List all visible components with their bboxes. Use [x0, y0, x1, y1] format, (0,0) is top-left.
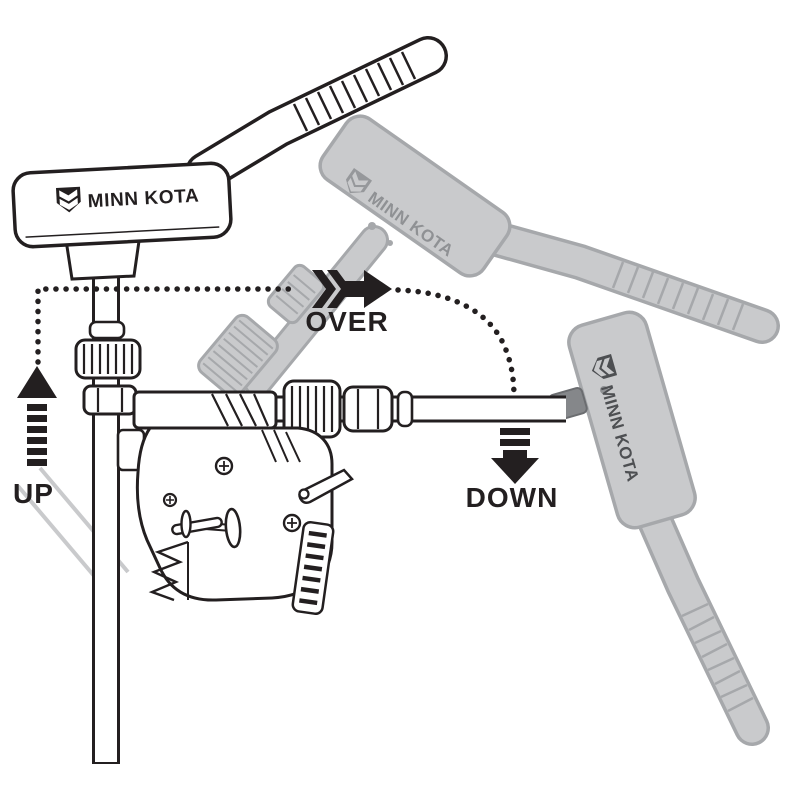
clamp-jaw-teeth [148, 540, 189, 602]
motor-deployed-position: MINN KOTA [11, 36, 448, 281]
stowed-motor-head [567, 310, 697, 530]
stowed-head-screw [600, 386, 608, 394]
depth-collar-ring [88, 320, 126, 340]
transom-mount-clamp [116, 390, 354, 615]
ghost-motor-head [318, 114, 512, 278]
ghost-head-screw [387, 240, 393, 246]
motor-head [11, 161, 233, 249]
ghost-handle-grip [611, 261, 745, 331]
motion-path-dotted [35, 286, 517, 401]
stowed-shaft-assembly [262, 379, 566, 439]
motor-stowed-position: MINN KOTA [548, 310, 770, 746]
shaft-collar [342, 385, 394, 433]
over-arrow [312, 270, 392, 308]
shaft-collar [82, 384, 138, 416]
stowed-handle-grip [681, 602, 754, 713]
screw-icon [282, 513, 302, 533]
deployed-shaft-assembly [74, 252, 142, 764]
motor-ghost-over-position: MINN KOTA [197, 114, 780, 399]
down-arrow [491, 428, 539, 484]
minn-kota-shield-icon [345, 168, 373, 194]
ghost-collar-small [266, 263, 326, 325]
ghost-head-screw [368, 222, 376, 230]
minn-kota-shield-icon [591, 354, 618, 380]
minn-kota-shield-icon [56, 186, 81, 213]
screw-icon [162, 492, 178, 508]
over-label: OVER [305, 306, 388, 337]
shaft-ring [396, 390, 414, 428]
clamp-screw [171, 507, 242, 549]
ghost-collar-large [197, 313, 279, 399]
handle-grip [292, 51, 417, 132]
screw-icon [214, 456, 234, 476]
up-arrow [17, 366, 57, 466]
down-label: DOWN [466, 482, 559, 513]
ratchet-strip [291, 521, 335, 615]
up-label: UP [13, 478, 54, 509]
